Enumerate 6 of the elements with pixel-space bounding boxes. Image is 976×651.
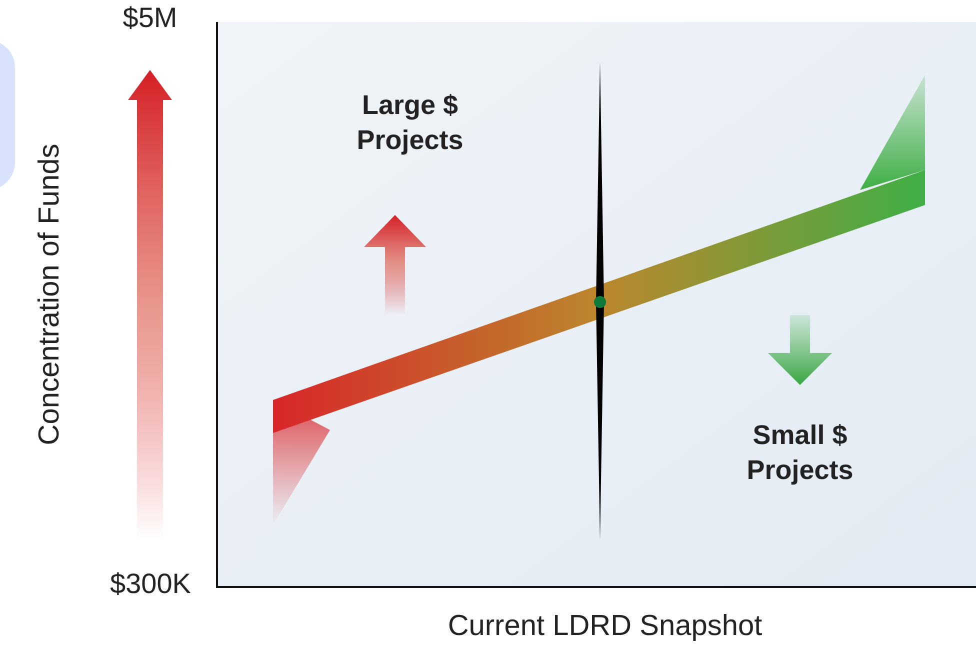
axis-title: Concentration of Funds (36, 142, 64, 448)
axis-title: Current LDRD Snapshot (446, 612, 764, 641)
axis-max-label: $5M (122, 4, 178, 32)
axis-min-label: $300K (109, 570, 192, 598)
quadrant-label: Small $ Projects (746, 419, 854, 488)
quadrant-label: Large $ Projects (356, 89, 464, 158)
